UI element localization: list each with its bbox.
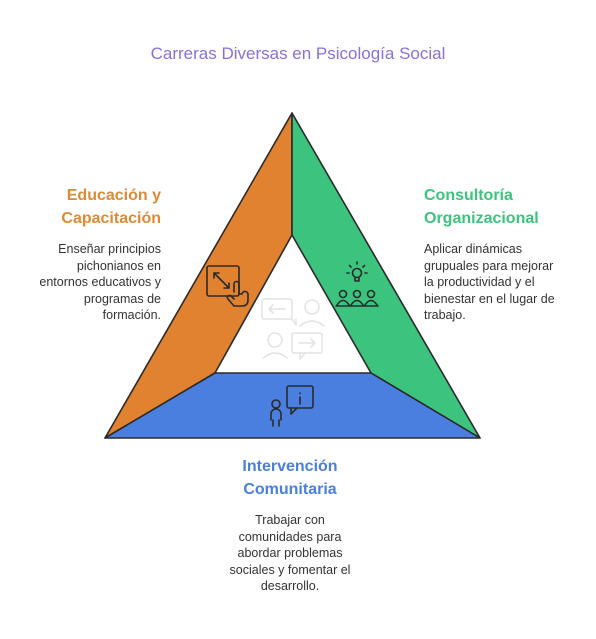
community-title-line: Comunitaria bbox=[243, 481, 337, 498]
education-description-line: formación. bbox=[102, 308, 161, 322]
community-title-line: Intervención bbox=[242, 458, 338, 475]
community-segment bbox=[104, 372, 481, 439]
consulting-title-line: Organizacional bbox=[424, 210, 539, 227]
community-title: Intervención Comunitaria bbox=[0, 455, 580, 501]
education-description-line: entornos educativos y bbox=[39, 275, 161, 289]
diagram-title: Carreras Diversas en Psicología Social bbox=[150, 44, 446, 63]
education-description-line: Enseñar principios bbox=[58, 242, 161, 256]
consulting-title: Consultoría Organizacional bbox=[424, 184, 539, 230]
education-title: Educación y Capacitación bbox=[61, 184, 161, 230]
touch-screen-icon bbox=[206, 265, 249, 307]
education-description-line: programas de bbox=[83, 291, 161, 306]
conversation-icon bbox=[261, 298, 325, 360]
education-title-line: Capacitación bbox=[61, 210, 161, 227]
team-idea-icon bbox=[335, 261, 379, 307]
person-info-icon bbox=[270, 385, 314, 427]
consulting-description-line: trabajo. bbox=[424, 308, 466, 322]
education-description: Enseñar principios pichonianos en entorn… bbox=[0, 241, 161, 324]
consulting-description-line: grupuales para mejorar bbox=[424, 258, 554, 273]
education-title-line: Educación y bbox=[66, 187, 161, 204]
community-description-line: comunidades para bbox=[238, 529, 342, 544]
consulting-description-line: bienestar en el lugar de bbox=[424, 291, 555, 306]
consulting-description-line: Aplicar dinámicas bbox=[424, 242, 522, 256]
consulting-description: Aplicar dinámicas grupuales para mejorar… bbox=[424, 241, 584, 324]
community-description-line: sociales y fomentar el bbox=[229, 562, 351, 577]
education-description-line: pichonianos en bbox=[76, 258, 161, 273]
community-description-line: desarrollo. bbox=[260, 579, 320, 593]
consulting-title-line: Consultoría bbox=[424, 187, 513, 204]
community-description-line: abordar problemas bbox=[237, 546, 343, 560]
community-description-line: Trabajar con bbox=[255, 513, 325, 527]
community-description: Trabajar con comunidades para abordar pr… bbox=[0, 512, 580, 595]
consulting-description-line: la productividad y el bbox=[424, 275, 535, 289]
